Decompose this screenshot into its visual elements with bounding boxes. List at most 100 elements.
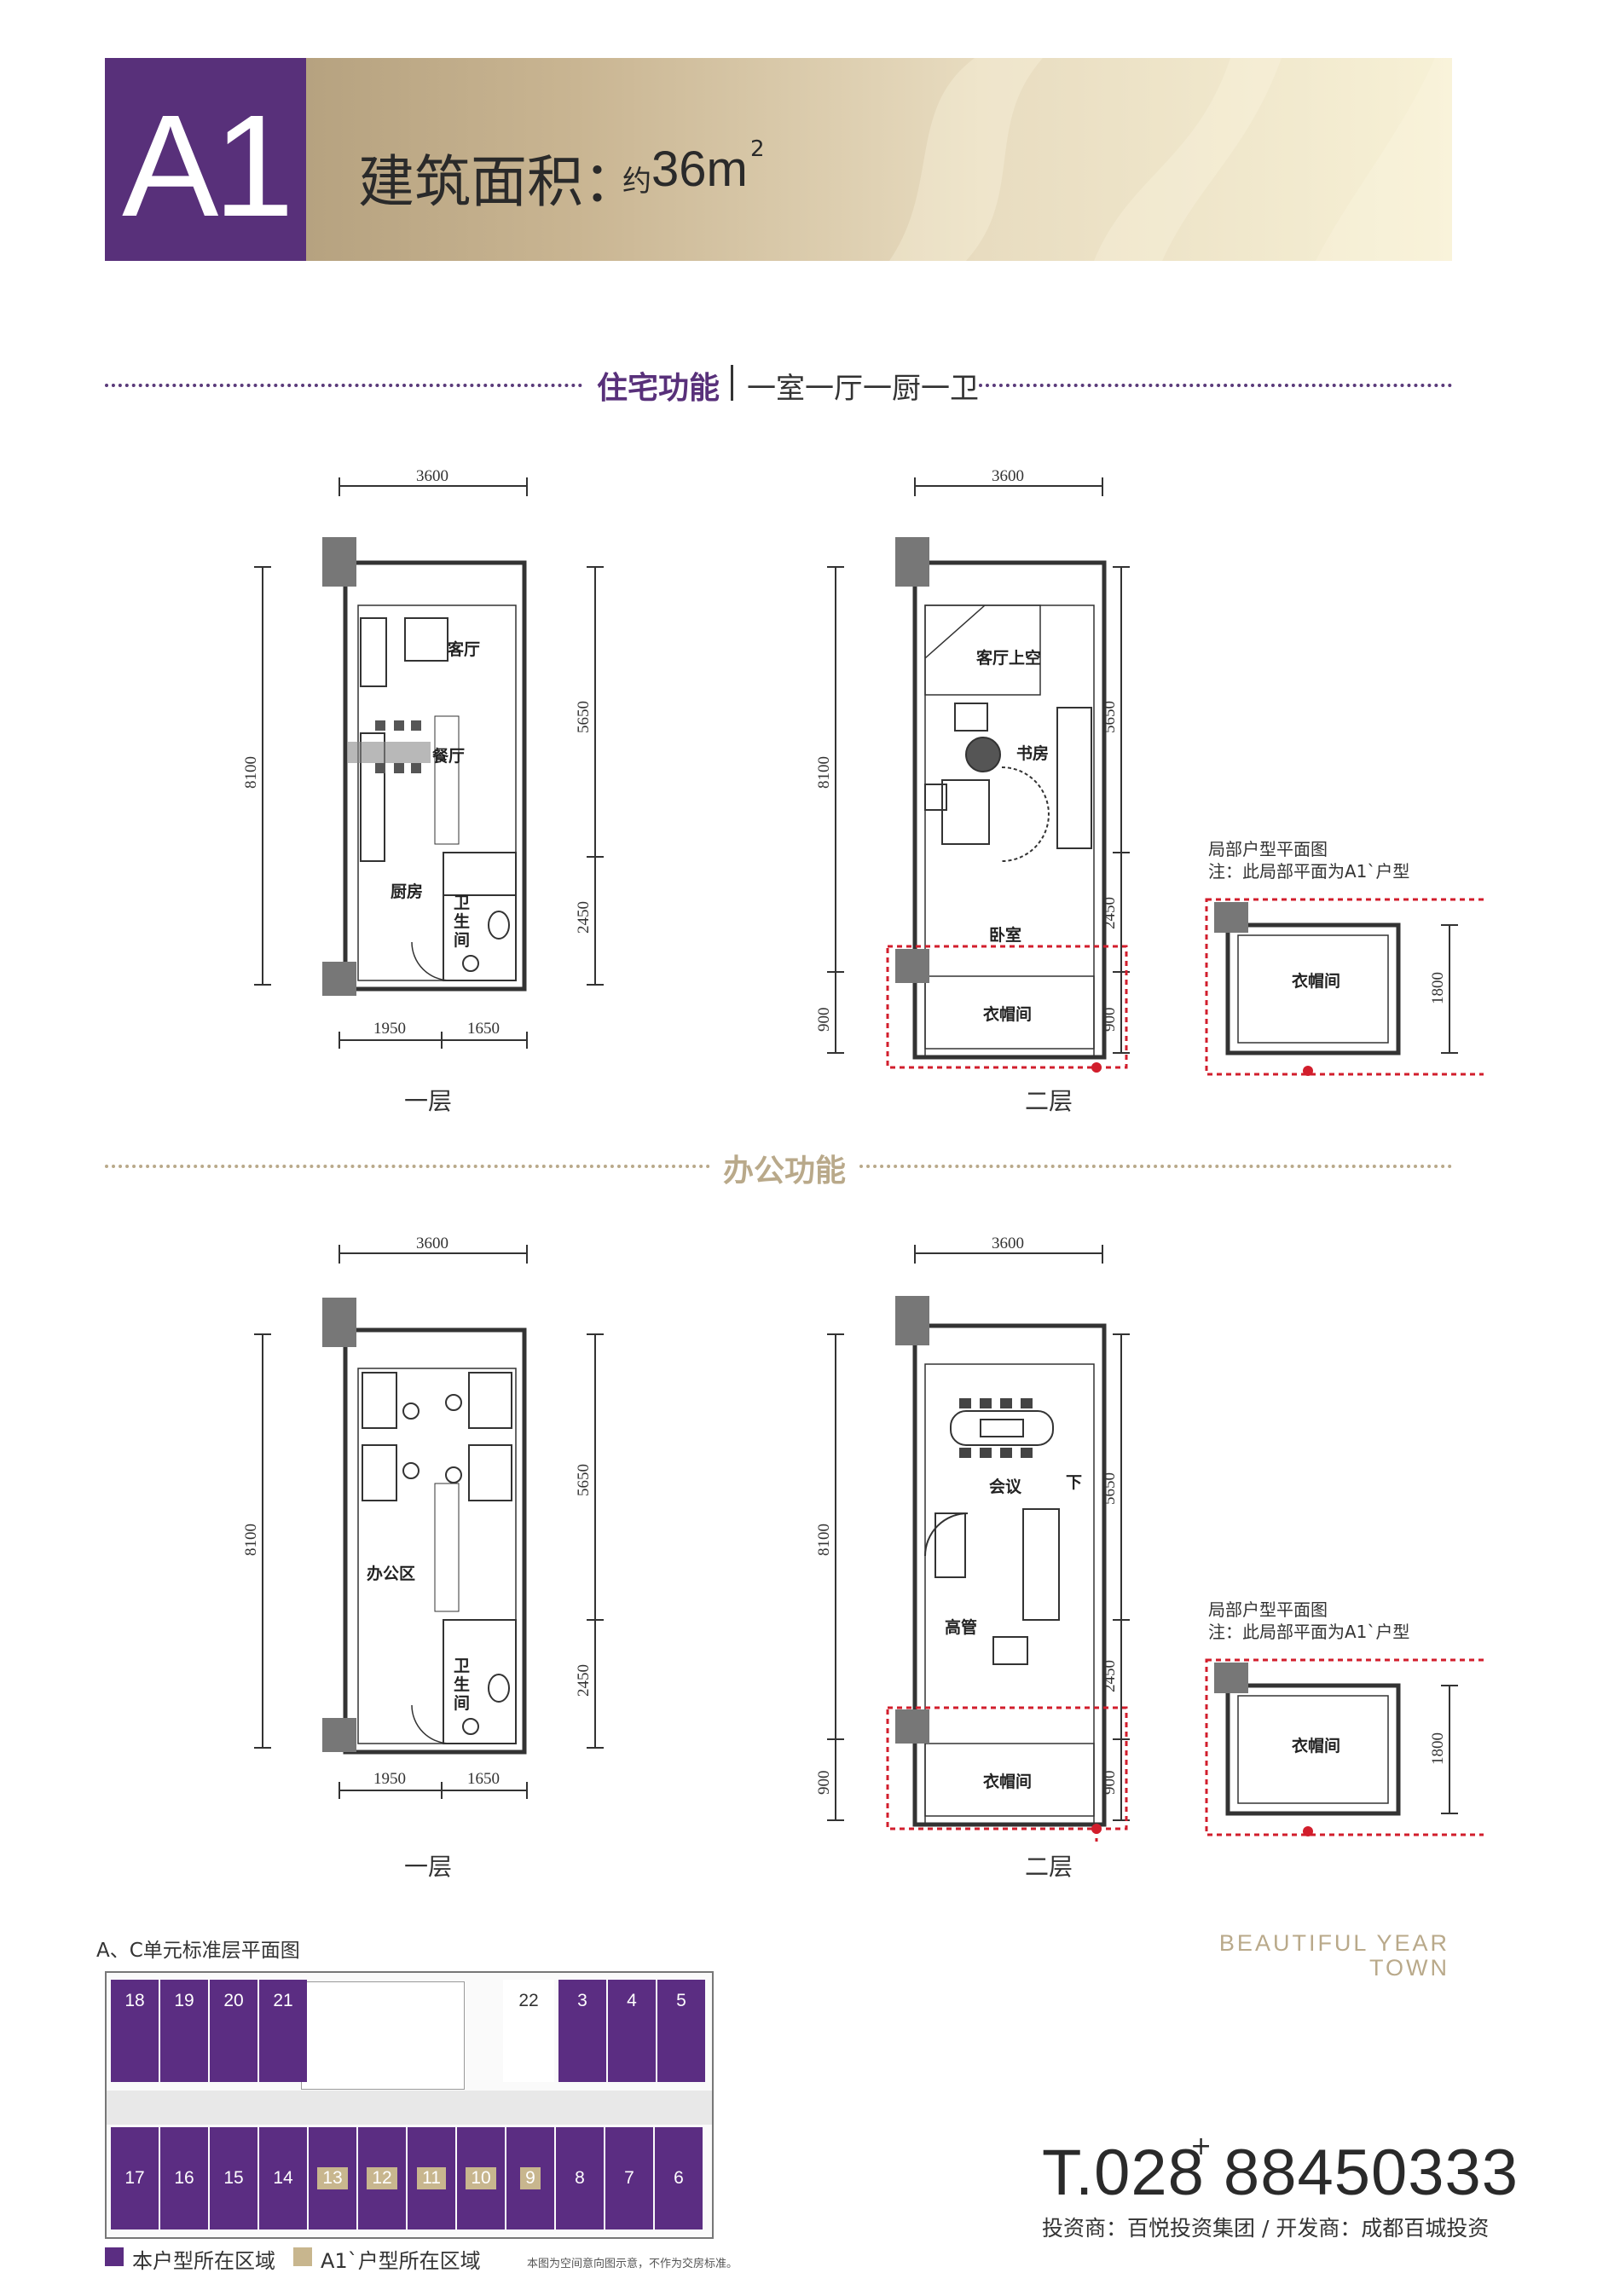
residential-floor2-plan: 客厅上空 书房 卧室 衣帽间 3600 8100 5650 2450 900 9… [815, 467, 1130, 1074]
unit-tile-12: 12 [358, 2127, 406, 2229]
room-bath-3: 间 [454, 931, 470, 950]
partial-room-closet: 衣帽间 [1292, 971, 1340, 991]
dim-upper: 5650 [575, 701, 593, 733]
heading-separator [731, 365, 733, 401]
residential-floor1-label: 一层 [404, 1087, 453, 1115]
dim-depth: 8100 [815, 1524, 833, 1556]
disclaimer: 本图为空间意向图示意，不作为交房标准。 [527, 2258, 738, 2270]
dim-right-900: 900 [1101, 1008, 1119, 1032]
office-partial-note: 注：此局部平面为A1`户型 [1208, 1622, 1410, 1642]
legend-current: 本户型所在区域 [132, 2249, 275, 2273]
dim-width: 3600 [416, 1235, 448, 1252]
area-label: 建筑面积： [358, 149, 639, 215]
office-partial-plan: 衣帽间 1800 [1205, 1658, 1484, 1836]
unit-tile-15: 15 [210, 2127, 257, 2229]
dim-left-900: 900 [815, 1008, 833, 1032]
dim-right: 1650 [467, 1770, 500, 1788]
office-divider-right [859, 1165, 1452, 1168]
legend-swatch-a1prime [293, 2247, 312, 2266]
office-floor1-label: 一层 [404, 1853, 453, 1881]
phone-digits: 88450333 [1223, 2137, 1519, 2209]
room-bath-1: 卫 [454, 1657, 470, 1675]
residential-subheading: 一室一厅一厨一卫 [747, 372, 979, 406]
office-floor2-label: 二层 [1025, 1853, 1073, 1881]
partial-dim: 1800 [1429, 972, 1447, 1004]
unit-tile-4: 4 [608, 1980, 656, 2082]
dim-width: 3600 [992, 467, 1024, 485]
dim-upper: 5650 [575, 1464, 593, 1496]
office-heading: 办公功能 [723, 1154, 847, 1188]
unit-code-tile [105, 58, 306, 261]
room-bath-2: 生 [454, 1674, 470, 1694]
dim-width: 3600 [416, 467, 448, 485]
room-office-area: 办公区 [367, 1564, 415, 1583]
partial-plan-note: 注：此局部平面为A1`户型 [1208, 861, 1410, 882]
partial-plan-title: 局部户型平面图 [1208, 839, 1328, 859]
room-meeting: 会议 [989, 1477, 1022, 1496]
room-dining: 餐厅 [432, 746, 465, 766]
dim-left-900: 900 [815, 1771, 833, 1796]
phone-prefix: T.028 [1042, 2137, 1205, 2209]
unit-tile-21: 21 [259, 1980, 307, 2082]
residential-floor2-label: 二层 [1025, 1087, 1073, 1115]
residential-partial-plan: 衣帽间 1800 [1205, 898, 1484, 1076]
keyplan-title: A、C单元标准层平面图 [96, 1940, 300, 1962]
dim-depth: 8100 [242, 1524, 260, 1556]
dim-upper: 5650 [1101, 1472, 1119, 1505]
dim-lower: 2450 [1101, 897, 1119, 929]
dim-left: 1950 [373, 1770, 406, 1788]
residential-heading: 住宅功能 [597, 371, 720, 406]
room-study: 书房 [1016, 743, 1049, 763]
unit-tile-8: 8 [556, 2127, 604, 2229]
room-executive: 高管 [945, 1617, 977, 1637]
header-banner [105, 58, 1452, 261]
dim-right: 1650 [467, 1020, 500, 1038]
office-divider-left [105, 1165, 710, 1168]
dim-depth: 8100 [242, 756, 260, 789]
dim-depth: 8100 [815, 756, 833, 789]
decorative-swirl [889, 58, 1452, 261]
area-approx: 约 [622, 165, 651, 199]
unit-tile-7: 7 [605, 2127, 653, 2229]
dim-width: 3600 [992, 1235, 1024, 1252]
dim-upper: 5650 [1101, 701, 1119, 733]
room-bath-3: 间 [454, 1694, 470, 1713]
room-living: 客厅 [448, 639, 480, 659]
office-floor1-plan: 办公区 卫 生 间 3600 8100 5650 2450 1950 1650 [242, 1235, 604, 1799]
brand-line1: BEAUTIFUL YEAR [1218, 1930, 1449, 1956]
room-living-void: 客厅上空 [976, 648, 1041, 668]
office-partial-title: 局部户型平面图 [1208, 1599, 1328, 1620]
section-divider-right [979, 384, 1452, 387]
core-stairs [301, 1981, 465, 2090]
legend-a1prime: A1`户型所在区域 [321, 2249, 481, 2273]
corridor [107, 2091, 712, 2125]
room-kitchen: 厨房 [391, 882, 423, 901]
unit-tile-19: 19 [160, 1980, 208, 2082]
section-divider-left [105, 384, 582, 387]
unit-tile-3: 3 [558, 1980, 606, 2082]
unit-tile-20: 20 [210, 1980, 257, 2082]
partial-room-closet: 衣帽间 [1292, 1736, 1340, 1755]
dim-lower: 2450 [1101, 1660, 1119, 1692]
office-floor2-plan: 会议 下 高管 衣帽间 3600 8100 5650 2450 900 900 [815, 1235, 1130, 1842]
unit-tile-22: 22 [503, 1980, 554, 2082]
unit-tile-10: 10 [457, 2127, 505, 2229]
dim-left: 1950 [373, 1020, 406, 1038]
dim-right-900: 900 [1101, 1771, 1119, 1796]
room-closet: 衣帽间 [983, 1004, 1032, 1024]
partial-dim: 1800 [1429, 1732, 1447, 1765]
room-bath-1: 卫 [454, 894, 470, 912]
unit-tile-16: 16 [160, 2127, 208, 2229]
legend-swatch-current [105, 2247, 124, 2266]
unit-tile-9: 9 [506, 2127, 554, 2229]
phone-plus: + [1190, 2131, 1212, 2161]
room-bath-2: 生 [454, 911, 470, 931]
developer-info: 投资商：百悦投资集团 / 开发商：成都百城投资 [1042, 2216, 1490, 2241]
area-value: 36m [651, 142, 748, 197]
unit-tile-6: 6 [655, 2127, 703, 2229]
dim-lower: 2450 [575, 1664, 593, 1697]
unit-code: A1 [122, 85, 294, 247]
area-superscript: 2 [750, 136, 765, 162]
brand-line2: TOWN [1369, 1955, 1449, 1981]
